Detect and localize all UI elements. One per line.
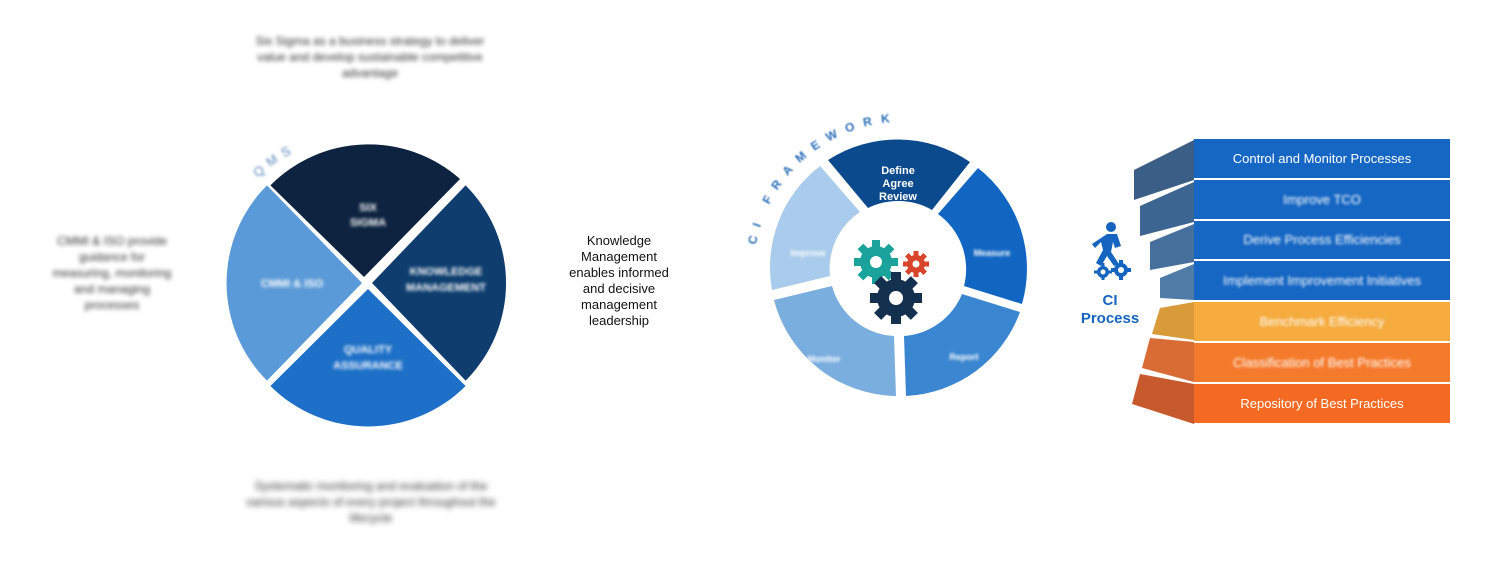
gear-navy-icon: [870, 272, 922, 324]
ci-process-row: Benchmark Efficiency: [1194, 302, 1450, 343]
ci-segment-measure: [938, 168, 1027, 304]
runner-with-gears-icon: [1092, 222, 1131, 280]
ci-framework-wheel: CI FRAMEWORK: [745, 110, 1027, 396]
qms-bottom-caption: Systematic monitoring and evaluation of …: [246, 479, 496, 525]
qms-segment-knowledge: [372, 185, 507, 381]
ci-process-row-label: Repository of Best Practices: [1240, 395, 1404, 411]
ci-label-report: Report: [950, 352, 979, 362]
qms-label-cmmi: CMMI & ISO: [261, 278, 324, 290]
ci-process-row: Derive Process Efficiencies: [1194, 220, 1450, 262]
ci-process-row-label: Control and Monitor Processes: [1232, 150, 1412, 166]
qms-segment-quality: [270, 289, 466, 427]
ci-segment-report: [904, 294, 1020, 396]
qms-label-quality-2: ASSURANCE: [333, 360, 403, 372]
qms-label-knowledge-2: MANAGEMENT: [406, 282, 486, 294]
ci-process-row-label: Benchmark Efficiency: [1259, 314, 1385, 330]
ci-process-row: Classification of Best Practices: [1194, 343, 1450, 384]
qms-left-caption: CMMI & ISO provide guidance for measurin…: [52, 234, 172, 312]
ci-process-row-label: Classification of Best Practices: [1233, 354, 1411, 370]
qms-wheel: QMS SIX SIGMA KNOWLEDGE MANAGEMENT QUALI…: [226, 140, 507, 427]
ci-process-row-label: Derive Process Efficiencies: [1243, 232, 1401, 248]
ci-process-row: Implement Improvement Initiatives: [1194, 261, 1450, 303]
ci-process-label: CI Process: [1075, 292, 1145, 328]
ci-label-monitor: Monitor: [808, 354, 841, 364]
qms-label-six-sigma-2: SIGMA: [350, 217, 386, 229]
ci-label-measure: Measure: [974, 248, 1011, 258]
qms-label-six-sigma-1: SIX: [359, 202, 377, 214]
ci-segment-monitor: [774, 286, 896, 396]
ci-label-define: Define: [881, 165, 915, 177]
knowledge-management-caption: Knowledge Management enables informed an…: [569, 233, 669, 328]
ci-process-row-label: Improve TCO: [1283, 191, 1361, 207]
qms-label-quality-1: QUALITY: [344, 344, 393, 356]
qms-segment-cmmi: [226, 185, 362, 381]
qms-segment-six-sigma: [270, 144, 461, 277]
ci-center-hub: [838, 208, 958, 328]
ci-label-improve: Improve: [790, 248, 825, 258]
qms-label-knowledge-1: KNOWLEDGE: [410, 266, 483, 278]
ci-label-review: Review: [879, 191, 917, 203]
ci-label-redefine: Redefine: [875, 204, 921, 216]
ci-process-row: Improve TCO: [1194, 179, 1450, 221]
gear-teal-icon: [854, 240, 898, 284]
ci-segment-define: [828, 139, 970, 210]
ci-process-row: Control and Monitor Processes: [1194, 139, 1450, 180]
qms-top-caption: Six Sigma as a business strategy to deli…: [255, 34, 485, 80]
ci-process-label-line1: CI: [1102, 292, 1118, 309]
ci-process-label-line2: Process: [1080, 310, 1140, 327]
gear-red-icon: [903, 251, 929, 277]
ci-process-chevron: [1132, 140, 1194, 424]
ci-segment-improve: [770, 166, 860, 290]
ci-process-row: Repository of Best Practices: [1194, 383, 1450, 425]
ci-process-row-label: Implement Improvement Initiatives: [1223, 273, 1421, 289]
ci-label-agree: Agree: [882, 178, 913, 190]
